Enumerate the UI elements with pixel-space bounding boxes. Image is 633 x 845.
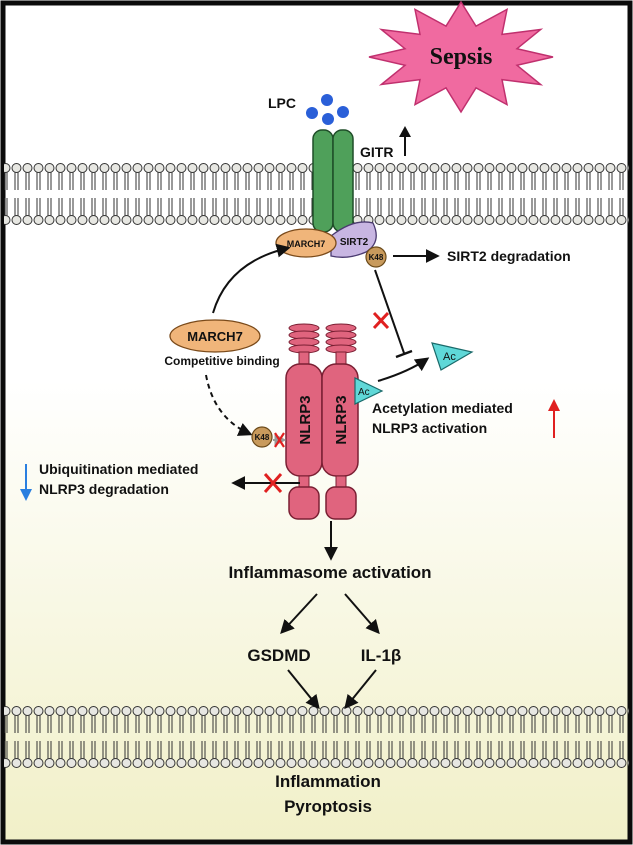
nlrp3-lrr-right (325, 323, 357, 354)
k48-block-cross-icon (274, 432, 285, 448)
il1b-to-membrane-arrow (344, 669, 377, 710)
cell-membrane-bottom (4, 705, 629, 769)
ubiquitination-down-arrow-icon (20, 464, 32, 501)
inflammation-label: Inflammation (275, 772, 381, 791)
acetylation-line2: NLRP3 activation (372, 420, 487, 436)
gitr-subunit-left (312, 129, 334, 233)
acetylation-line1: Acetylation mediated (372, 400, 513, 416)
lpc-label: LPC (268, 95, 296, 111)
lpc-dot (337, 106, 349, 118)
k48-top-circle (365, 246, 387, 268)
inflammasome-label: Inflammasome activation (228, 563, 431, 582)
k48-top-label: K48 (369, 253, 384, 262)
inhibition-cross-icon (372, 311, 390, 330)
nlrp3-left-label: NLRP3 (297, 395, 314, 444)
lpc-dot (306, 107, 318, 119)
ac-free-label: Ac (443, 351, 456, 363)
pyroptosis-label: Pyroptosis (284, 797, 372, 816)
sirt2-label: SIRT2 (340, 237, 369, 248)
gitr-receptor (312, 129, 354, 233)
nlrp3-pyd-left (288, 486, 320, 520)
lpc-molecules (306, 94, 349, 125)
ac-bound: Ac (354, 377, 384, 405)
nlrp3-right-label: NLRP3 (333, 395, 350, 444)
lpc-dot (321, 94, 333, 106)
ubiquitination-line2: NLRP3 degradation (39, 481, 169, 497)
ac-bound-triangle (354, 377, 384, 405)
nlrp3-lrr-left (288, 323, 320, 354)
sirt2-inhibition-bar (374, 269, 413, 359)
ac-free-triangle (431, 342, 474, 371)
ubiquitination-line1: Ubiquitination mediated (39, 461, 198, 477)
degradation-block-cross-icon (263, 473, 283, 493)
gsdmd-label: GSDMD (247, 646, 310, 665)
nlrp3-pyd-right (325, 486, 357, 520)
ac-bound-label: Ac (358, 387, 370, 398)
k48-lower-label: K48 (255, 433, 270, 442)
gitr-subunit-right (332, 129, 354, 233)
ac-release-arrow (377, 357, 430, 382)
gitr-label: GITR (360, 144, 393, 160)
nlrp3-dimer: NLRP3 NLRP3 (285, 323, 359, 520)
sepsis-label: Sepsis (430, 44, 493, 70)
sepsis-burst: Sepsis (368, 0, 554, 114)
lpc-dot (322, 113, 334, 125)
march7-complex-ellipse (275, 228, 337, 258)
march7-free-ellipse (169, 319, 261, 353)
gsdmd-to-membrane-arrow (287, 669, 320, 710)
march7-to-complex-arrow (212, 243, 291, 314)
sirt2-complex: SIRT2 MARCH7 K48 (275, 221, 387, 268)
acetylation-up-arrow-icon (548, 399, 560, 438)
competitive-binding-dashed-arrow (205, 374, 253, 436)
sepsis-star-shape (368, 0, 554, 114)
inflammasome-to-gsdmd-arrow (280, 593, 318, 635)
sirt2-degradation-label: SIRT2 degradation (447, 248, 571, 264)
march7-free-label: MARCH7 (187, 329, 243, 344)
inflammasome-to-il1b-arrow (344, 593, 380, 635)
sirt2-shape (330, 221, 377, 258)
ac-free: Ac (431, 342, 474, 371)
competitive-binding-label: Competitive binding (164, 354, 279, 368)
il1b-label: IL-1β (361, 646, 402, 665)
march7-complex-label: MARCH7 (287, 239, 326, 249)
gitr-up-arrow (399, 126, 411, 156)
k48-lower-circle (251, 426, 273, 448)
